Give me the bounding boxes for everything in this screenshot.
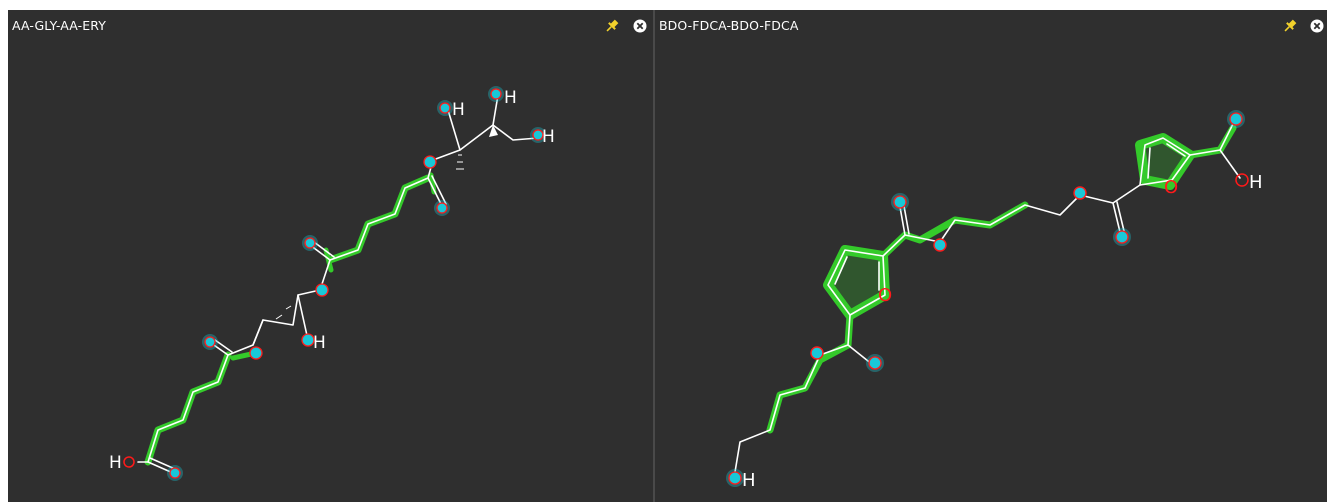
molecule-panel-right: BDO-FDCA-BDO-FDCA (655, 10, 1327, 502)
molecule-structure-right[interactable]: O O H H (655, 10, 1327, 502)
atom-label-h: H (742, 470, 756, 491)
molecule-panel-left: AA-GLY-AA-ERY (8, 10, 653, 502)
close-circle-icon[interactable] (632, 18, 648, 34)
highlight-region (144, 172, 437, 466)
bond-lines (734, 119, 1241, 473)
atom-label-h: H (542, 127, 555, 147)
atom-label-h: H (1249, 172, 1263, 193)
atom-markers (123, 86, 546, 481)
atom-markers (726, 110, 1249, 487)
atom-label-o: O (878, 285, 892, 306)
atom-label-h: H (313, 333, 326, 353)
atom-label-h: H (109, 453, 122, 473)
panel-title: BDO-FDCA-BDO-FDCA (659, 18, 799, 33)
highlight-region (766, 124, 1237, 434)
bond-lines (137, 94, 539, 474)
atom-label-o: O (1164, 177, 1178, 198)
atom-label-h: H (452, 100, 465, 120)
panel-title: AA-GLY-AA-ERY (12, 18, 106, 33)
panel-divider[interactable] (653, 10, 655, 502)
pin-icon[interactable] (604, 18, 620, 34)
atom-label-h: H (504, 88, 517, 108)
pin-icon[interactable] (1282, 18, 1298, 34)
molecule-structure-left[interactable]: H H H H H H (8, 10, 653, 502)
close-circle-icon[interactable] (1309, 18, 1325, 34)
